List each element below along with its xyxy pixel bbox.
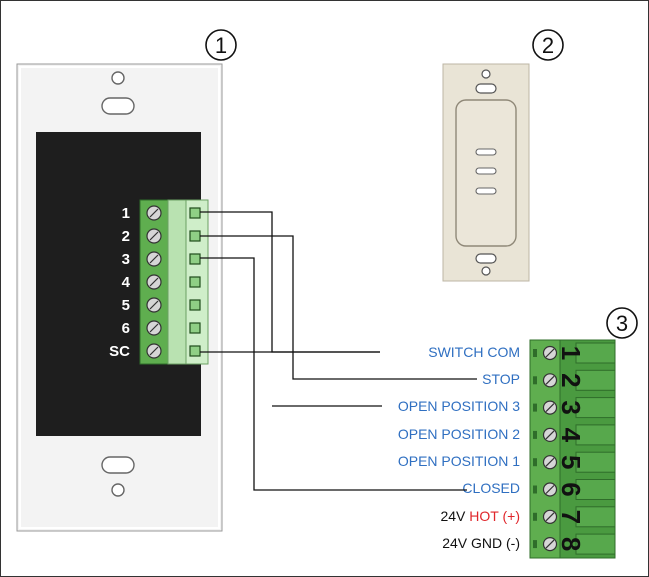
wires [200, 211, 477, 491]
wire-1-switch-com [200, 211, 380, 353]
label-open-position-1: OPEN POSITION 1 [398, 453, 520, 469]
connector-cell [575, 506, 616, 528]
screw-slot-icon [149, 323, 159, 333]
top-slot-icon [101, 97, 135, 115]
connector-latch-icon [533, 540, 537, 549]
connector-latch-icon [533, 403, 537, 412]
connector-latch-icon [533, 458, 537, 467]
pin-number: 6 [556, 482, 586, 496]
terminal-number: SC [109, 343, 130, 360]
callout-1: 1 [205, 29, 237, 61]
label-open-position-3: OPEN POSITION 3 [398, 398, 520, 414]
screw-slot-icon [149, 277, 159, 287]
callout-3-number: 3 [616, 311, 628, 336]
connector-cell [575, 369, 616, 391]
bottom-screw-icon [111, 483, 125, 497]
bottom-slot-icon [101, 456, 135, 474]
switch-top-screw-icon [481, 69, 491, 79]
connector-screws [542, 345, 558, 552]
screw-slot-icon [545, 539, 555, 549]
terminal-numbers: 1 2 3 4 5 6SC [109, 205, 131, 360]
screw-slot-icon [545, 512, 555, 522]
pin-number: 1 [556, 346, 586, 360]
terminal-socket [189, 230, 201, 242]
terminal-socket [189, 253, 201, 265]
connector-cell [575, 397, 616, 419]
label-open-position-2: OPEN POSITION 2 [398, 426, 520, 442]
connector-latch-icon [533, 485, 537, 494]
switch-bottom-screw-icon [481, 266, 491, 276]
terminal-screws [146, 205, 162, 359]
connector-cells [533, 342, 616, 555]
terminal-number: 6 [122, 320, 130, 337]
switch-indicator-3 [475, 187, 497, 195]
terminal-socket [189, 207, 201, 219]
pin-number: 7 [556, 510, 586, 524]
wall-switch-device [442, 63, 530, 282]
pin-number: 8 [556, 537, 586, 551]
pin-number: 4 [556, 428, 586, 443]
connector-latch-icon [533, 376, 537, 385]
terminal-socket [189, 299, 201, 311]
eight-pin-connector: 1 2 3 4 5 6 7 8 [529, 339, 616, 559]
connector-latch-icon [533, 430, 537, 439]
callout-2-number: 2 [542, 33, 554, 58]
pin-number: 3 [556, 400, 586, 414]
terminal-number: 5 [122, 297, 130, 314]
screw-slot-icon [149, 300, 159, 310]
terminal-number: 3 [122, 251, 130, 268]
connector-cell [575, 479, 616, 500]
screw-slot-icon [149, 231, 159, 241]
wire-2-stop [200, 235, 477, 380]
screw-slot-icon [149, 254, 159, 264]
pin-number: 2 [556, 373, 586, 387]
label-stop: STOP [482, 371, 520, 387]
terminal-number: 2 [122, 228, 130, 245]
connector-cell [575, 342, 616, 364]
screw-slot-icon [545, 375, 555, 385]
pin-number: 5 [556, 455, 586, 469]
switch-indicator-2 [475, 167, 497, 175]
connector-pin-numbers: 1 2 3 4 5 6 7 8 [556, 346, 586, 552]
connector-cell [575, 533, 616, 555]
label-24v-hot-red: HOT (+) [469, 508, 520, 524]
terminal-number: 4 [122, 274, 131, 291]
label-24v-hot-prefix: 24V [440, 508, 469, 524]
label-closed: CLOSED [462, 480, 520, 496]
switch-bottom-slot-icon [475, 253, 497, 264]
terminal-socket [189, 345, 201, 357]
wire-3-open-position-3 [200, 257, 467, 491]
screw-slot-icon [545, 485, 555, 494]
screw-slot-icon [545, 348, 555, 358]
callout-3: 3 [606, 307, 638, 339]
keypad-device: 1 2 3 4 5 6SC [16, 63, 223, 532]
switch-indicator-1 [475, 148, 497, 156]
switch-top-slot-icon [475, 83, 497, 94]
callout-1-number: 1 [215, 33, 227, 58]
terminal-sockets [189, 207, 201, 357]
top-screw-icon [111, 71, 125, 85]
screw-slot-icon [545, 403, 555, 413]
terminal-number: 1 [122, 205, 130, 222]
connector-cell [575, 424, 616, 446]
screw-slot-icon [545, 457, 555, 467]
terminal-socket [189, 322, 201, 334]
connector-latch-icon [533, 349, 537, 357]
screw-slot-icon [149, 208, 159, 218]
label-switch-com: SWITCH COM [428, 344, 520, 360]
connector-cell [575, 451, 616, 473]
connector-latch-icon [533, 512, 537, 521]
callout-2: 2 [532, 29, 564, 61]
connector-labels: SWITCH COM STOP OPEN POSITION 3 OPEN POS… [398, 344, 520, 551]
screw-slot-icon [149, 346, 159, 356]
terminal-socket [189, 276, 201, 288]
label-24v-gnd: 24V GND (-) [442, 535, 520, 551]
label-24v-hot: 24V HOT (+) [440, 508, 520, 524]
screw-slot-icon [545, 430, 555, 440]
